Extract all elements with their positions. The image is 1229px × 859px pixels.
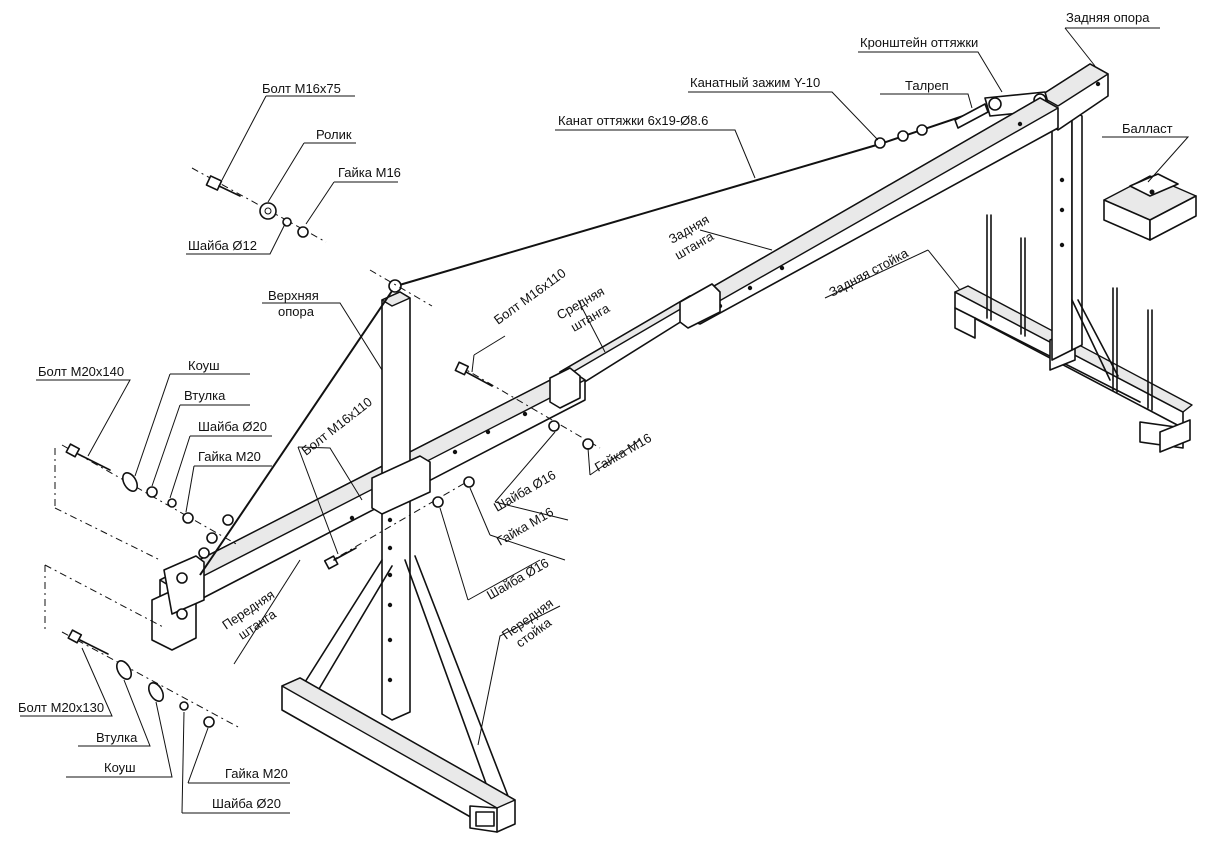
label-washer-20-bottom: Шайба Ø20: [212, 796, 281, 811]
label-guy-bracket: Кронштейн оттяжки: [860, 35, 978, 50]
label-bolt-m16x110-b: Болт М16х110: [299, 394, 375, 458]
guy-rope: [198, 103, 989, 576]
label-top-support-line2: опора: [278, 304, 315, 319]
hardware-top-support-axis: [369, 269, 433, 307]
leader-lines: [20, 27, 1190, 814]
ballast-block: [1103, 173, 1197, 241]
label-nut-m16-mid: Гайка М16: [592, 430, 654, 474]
label-nut-m20-top: Гайка М20: [198, 449, 261, 464]
front-post: [281, 291, 516, 833]
hardware-left-upper: [54, 443, 239, 561]
label-turnbuckle: Талреп: [905, 78, 949, 93]
label-washer-16-b: Шайба Ø16: [484, 555, 551, 602]
rear-post: [954, 109, 1193, 453]
label-bolt-m16x75: Болт М16х75: [262, 81, 341, 96]
label-bolt-m20x130: Болт М20х130: [18, 700, 104, 715]
label-nut-m20-bottom: Гайка М20: [225, 766, 288, 781]
label-nut-m16-top: Гайка М16: [338, 165, 401, 180]
label-rear-post: Задняя стойка: [826, 245, 911, 300]
label-roller: Ролик: [316, 127, 352, 142]
hardware-left-lower: [44, 564, 241, 729]
main-boom-beam: [151, 97, 1059, 651]
label-thimble-top: Коуш: [188, 358, 220, 373]
label-washer-12: Шайба Ø12: [188, 238, 257, 253]
label-rear-support: Задняя опора: [1066, 10, 1150, 25]
label-bolt-m20x140: Болт М20х140: [38, 364, 124, 379]
label-bushing-bottom: Втулка: [96, 730, 138, 745]
label-bolt-m16x110-a: Болт М16х110: [491, 265, 569, 327]
hardware-mid-bolt: [454, 361, 601, 450]
label-rope-clamp: Канатный зажим Y-10: [690, 75, 820, 90]
hardware-top-left: [191, 167, 327, 243]
label-thimble-bottom: Коуш: [104, 760, 136, 775]
label-washer-20-top: Шайба Ø20: [198, 419, 267, 434]
label-ballast: Балласт: [1122, 121, 1173, 136]
label-guy-rope: Канат оттяжки 6х19-Ø8.6: [558, 113, 708, 128]
hardware-low-bolt: [323, 476, 475, 570]
label-top-support-line1: Верхняя: [268, 288, 319, 303]
label-bushing-top: Втулка: [184, 388, 226, 403]
